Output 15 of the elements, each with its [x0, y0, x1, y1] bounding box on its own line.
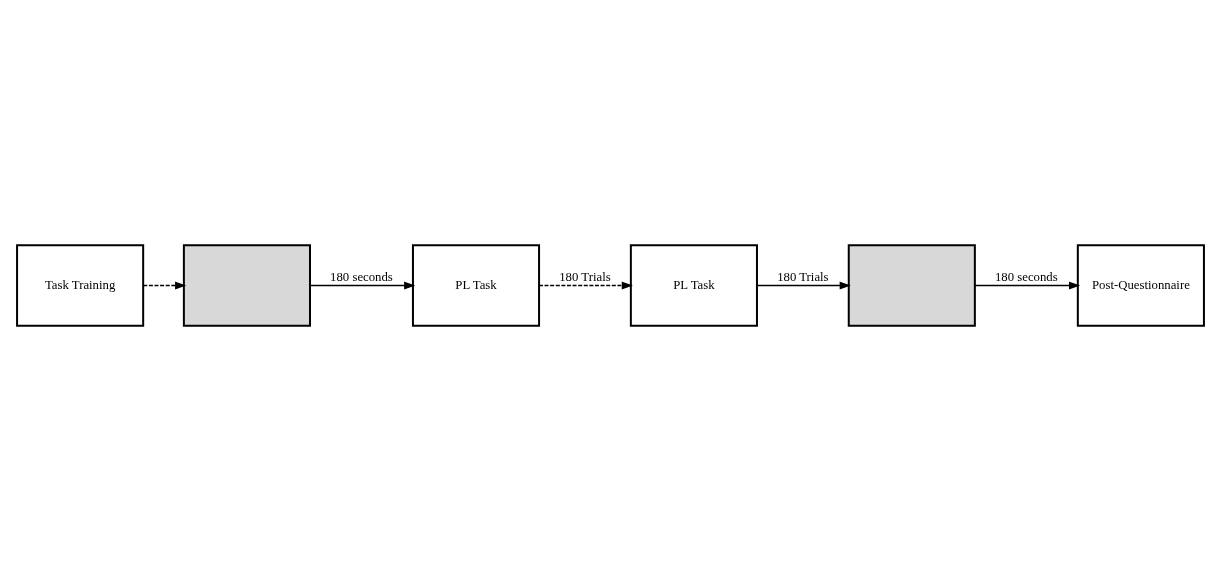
node-box: PL Task — [629, 244, 758, 327]
arrow — [974, 281, 1081, 290]
edge-label: 180 seconds — [994, 270, 1058, 285]
node-box: Task Training — [16, 244, 145, 327]
node-box — [182, 244, 311, 327]
node-box: PL Task — [411, 244, 541, 327]
arrow — [309, 281, 416, 290]
arrow — [538, 281, 633, 290]
edge-label: 180 Trials — [559, 270, 611, 285]
arrow — [756, 281, 851, 290]
arrow — [142, 281, 187, 290]
edge-label: 180 Trials — [777, 270, 829, 285]
node-box — [847, 244, 976, 327]
node-box: Post-Questionnaire — [1076, 244, 1205, 327]
edge-label: 180 seconds — [330, 270, 393, 285]
